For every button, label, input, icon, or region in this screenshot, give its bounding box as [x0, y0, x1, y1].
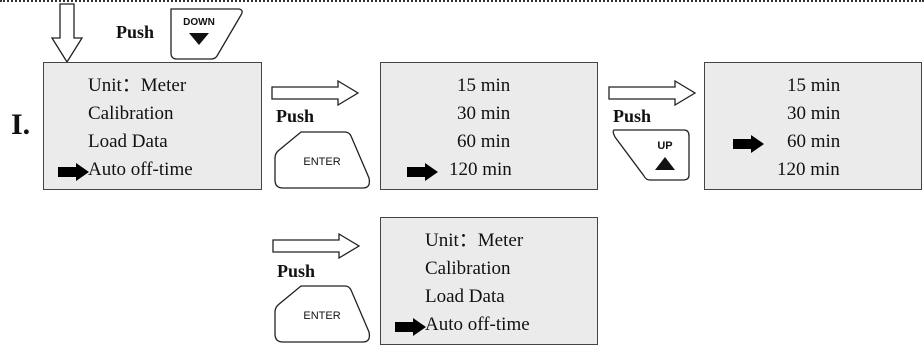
down-arrow-icon — [50, 3, 84, 64]
time-option-30: 30 min — [457, 103, 511, 124]
down-key-label: DOWN — [183, 17, 215, 28]
time-option-15: 15 min — [457, 75, 511, 96]
time-option-60: 60 min — [457, 131, 511, 152]
menu-panel-final: Unit：Meter Calibration Load Data Auto of… — [380, 217, 598, 345]
time-option-30: 30 min — [787, 103, 841, 124]
triangle-down-icon — [189, 33, 209, 45]
enter-key-button[interactable]: ENTER — [273, 284, 371, 346]
top-dotted-divider — [0, 0, 924, 2]
flow-arrow-icon — [272, 232, 361, 260]
menu-item-load-data: Load Data — [88, 131, 168, 152]
time-option-120: 120 min — [449, 159, 512, 180]
pointer-arrow-icon — [407, 163, 438, 181]
triangle-up-icon — [655, 157, 675, 170]
push-label-down: Push — [116, 22, 155, 42]
enter-key-label: ENTER — [303, 156, 340, 168]
menu-item-auto-off-time: Auto off-time — [88, 159, 193, 180]
flow-arrow-icon — [271, 79, 360, 107]
pointer-arrow-icon — [58, 163, 89, 181]
time-option-15: 15 min — [787, 75, 841, 96]
menu-panel-initial: Unit：Meter Calibration Load Data Auto of… — [43, 62, 262, 190]
time-option-60: 60 min — [787, 131, 841, 152]
time-panel-select: 15 min 30 min 60 min 120 min — [380, 62, 598, 190]
push-label-up: Push — [613, 106, 652, 126]
pointer-arrow-icon — [733, 135, 764, 153]
pointer-arrow-icon — [395, 318, 426, 336]
time-panel-result: 15 min 30 min 60 min 120 min — [704, 62, 922, 190]
menu-item-load-data: Load Data — [425, 286, 505, 307]
push-label-enter-1: Push — [276, 106, 315, 126]
menu-item-calibration: Calibration — [88, 103, 174, 124]
enter-key-button[interactable]: ENTER — [273, 130, 371, 192]
menu-item-unit: Unit：Meter — [88, 75, 187, 96]
time-option-120: 120 min — [777, 159, 840, 180]
up-key-label: UP — [657, 140, 672, 152]
step-label: I. — [11, 108, 31, 141]
down-key-button[interactable]: DOWN — [169, 6, 245, 62]
up-key-button[interactable]: UP — [612, 127, 692, 183]
flow-arrow-icon — [608, 79, 697, 107]
menu-item-calibration: Calibration — [425, 258, 511, 279]
push-label-enter-2: Push — [277, 261, 316, 281]
enter-key-label: ENTER — [303, 310, 340, 322]
menu-item-auto-off-time: Auto off-time — [425, 314, 530, 335]
menu-item-unit: Unit：Meter — [425, 230, 524, 251]
